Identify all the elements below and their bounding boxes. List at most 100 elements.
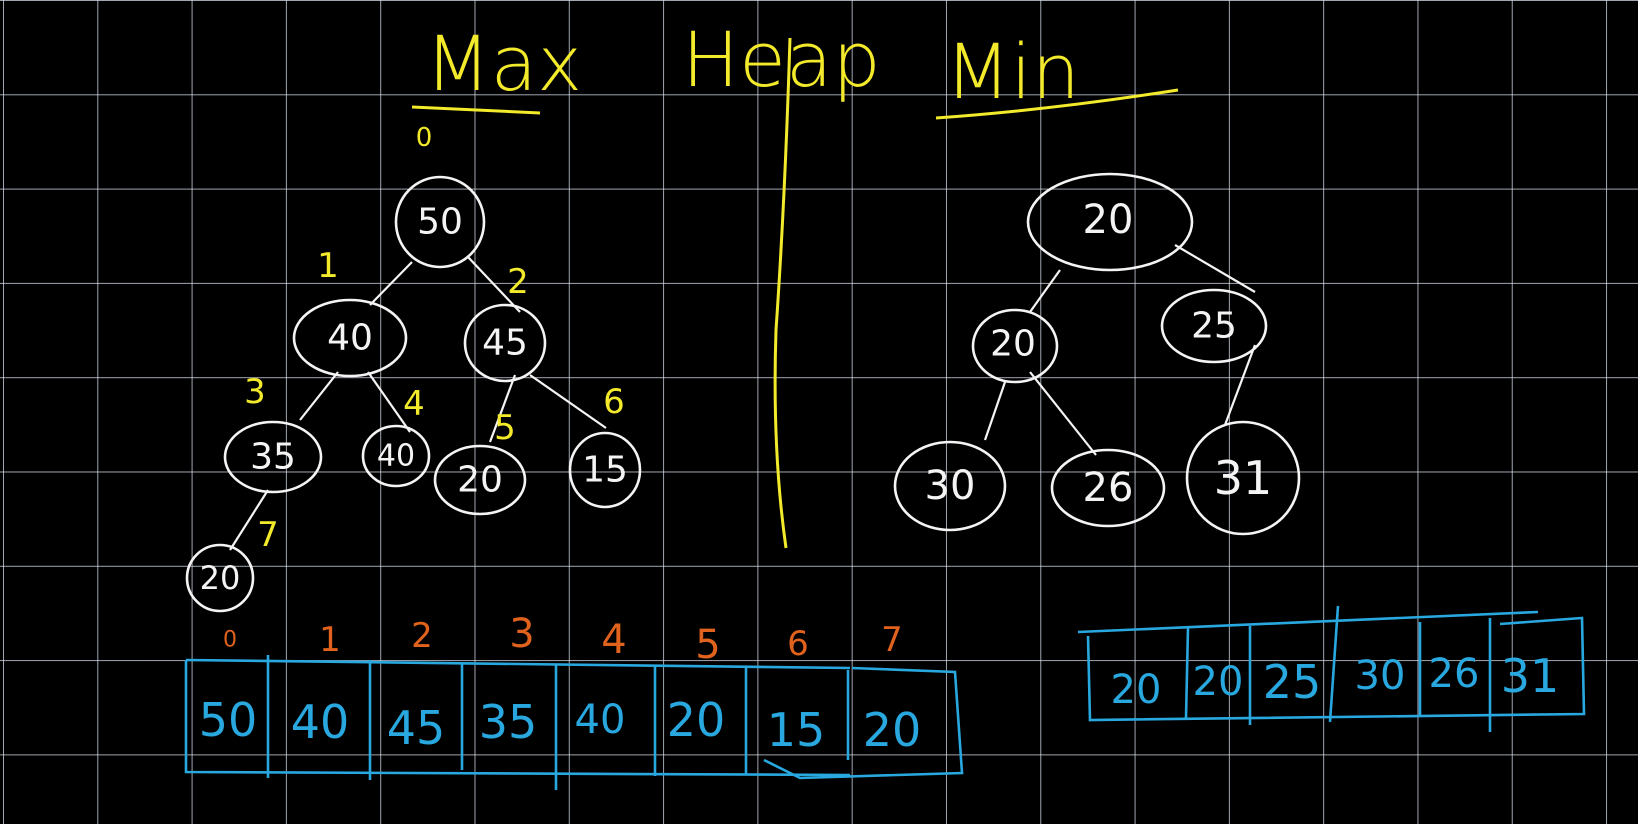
max-node-1-value: 40 — [327, 318, 373, 359]
max-node-3-circle — [223, 420, 323, 494]
title-max-underline — [411, 105, 541, 115]
min-array-divider-1 — [1184, 627, 1190, 719]
max-node-0-circle — [394, 175, 486, 269]
max-node-7-value: 20 — [200, 559, 241, 597]
min-array-top-edge — [1077, 610, 1539, 634]
max-array-value-7: 20 — [863, 703, 922, 757]
min-node-3: 30 — [893, 440, 1007, 532]
titles: Max Heap Min — [411, 15, 1179, 549]
min-edge-2-5 — [1223, 344, 1257, 426]
max-node-4-circle — [361, 424, 431, 488]
min-node-1-circle — [971, 308, 1059, 384]
min-array-value-1: 20 — [1193, 659, 1244, 705]
max-array-value-6: 15 — [767, 703, 826, 757]
max-node-7-circle — [185, 543, 255, 613]
min-array-value-3: 30 — [1355, 653, 1406, 699]
max-array-index-4: 4 — [601, 617, 626, 663]
min-heap-tree: 20 20 25 30 26 31 — [893, 172, 1301, 536]
title-max: Max — [425, 19, 582, 108]
max-edge-0-1 — [369, 261, 413, 306]
max-array-index-7: 7 — [881, 620, 903, 660]
max-edge-2-5 — [488, 374, 517, 443]
max-node-1-circle — [292, 298, 408, 378]
title-min-underline — [935, 88, 1179, 120]
min-node-2: 25 — [1160, 288, 1268, 364]
min-node-4-value: 26 — [1083, 465, 1134, 511]
min-edge-1-3 — [983, 381, 1007, 441]
max-edge-3-7 — [229, 489, 269, 551]
max-edge-2-6 — [529, 374, 607, 429]
max-node-0-index: 0 — [416, 123, 433, 153]
max-node-6-index: 6 — [603, 382, 625, 422]
max-edge-0-2 — [467, 256, 521, 313]
max-node-6: 15 — [568, 431, 642, 509]
max-node-4: 40 — [361, 424, 431, 488]
min-edge-1-4 — [1029, 371, 1097, 456]
max-array-value-5: 20 — [667, 693, 726, 747]
min-array-value-2: 25 — [1263, 655, 1322, 709]
min-node-2-value: 25 — [1191, 306, 1237, 347]
max-node-3-index: 3 — [244, 372, 266, 412]
max-array-left-bottom-edge — [184, 660, 851, 777]
max-array-index-3: 3 — [509, 611, 534, 657]
max-array-index-5: 5 — [695, 622, 720, 668]
max-node-2-index: 2 — [507, 262, 529, 302]
max-heap-array: 0 1 2 3 4 5 6 7 50 40 45 — [184, 611, 964, 790]
max-array-index-2: 2 — [411, 616, 433, 656]
min-node-0-value: 20 — [1083, 197, 1134, 243]
min-heap-array: 20 20 25 30 26 31 — [1077, 605, 1586, 732]
min-node-2-circle — [1160, 288, 1268, 364]
title-min: Min — [945, 27, 1080, 116]
max-node-5: 20 — [433, 444, 527, 516]
title-heap: Heap — [682, 15, 881, 104]
max-array-index-0: 0 — [223, 628, 237, 653]
max-node-7: 20 — [185, 543, 255, 613]
max-node-4-value: 40 — [377, 439, 415, 474]
max-array-value-1: 40 — [291, 695, 350, 749]
max-array-index-1: 1 — [319, 620, 341, 660]
max-array-value-0: 50 — [199, 693, 258, 747]
max-heap-tree: 50 0 40 1 45 2 35 3 — [185, 123, 642, 613]
max-array-top-edge — [185, 658, 851, 670]
min-node-0: 20 — [1026, 172, 1194, 272]
max-node-3: 35 — [223, 420, 323, 494]
min-node-3-circle — [893, 440, 1007, 532]
max-array-value-3: 35 — [479, 695, 538, 749]
min-array-value-0: 20 — [1111, 667, 1162, 713]
max-node-1: 40 — [292, 298, 408, 378]
max-array-index-6: 6 — [787, 624, 809, 664]
min-node-4-circle — [1050, 448, 1166, 528]
min-edge-0-1 — [1029, 269, 1061, 313]
max-node-7-index: 7 — [257, 515, 279, 555]
max-node-1-index: 1 — [317, 246, 339, 286]
max-node-4-index: 4 — [403, 384, 425, 424]
max-array-value-2: 45 — [387, 701, 446, 755]
min-node-5-value: 31 — [1214, 451, 1273, 505]
max-array-indices: 0 1 2 3 4 5 6 7 — [223, 611, 903, 668]
max-node-6-circle — [568, 431, 642, 509]
min-array-divider-3 — [1328, 605, 1340, 723]
max-node-2: 45 — [463, 303, 547, 383]
max-node-5-value: 20 — [457, 460, 503, 501]
min-array-value-5: 31 — [1501, 649, 1560, 703]
min-node-4: 26 — [1050, 448, 1166, 528]
min-node-5: 31 — [1185, 420, 1301, 536]
max-node-0: 50 — [394, 175, 486, 269]
min-node-1: 20 — [971, 308, 1059, 384]
min-node-1-value: 20 — [990, 324, 1036, 365]
max-edge-1-4 — [367, 371, 411, 433]
max-node-6-value: 15 — [582, 450, 628, 491]
max-array-value-4: 40 — [575, 697, 626, 743]
max-node-5-index: 5 — [494, 408, 516, 448]
max-node-2-value: 45 — [482, 323, 528, 364]
max-node-5-circle — [433, 444, 527, 516]
min-node-5-circle — [1185, 420, 1301, 536]
min-node-3-value: 30 — [925, 463, 976, 509]
max-node-2-circle — [463, 303, 547, 383]
divider-line — [773, 37, 792, 549]
min-edge-0-2 — [1174, 244, 1256, 293]
max-node-0-value: 50 — [417, 202, 463, 243]
max-array-extension — [763, 666, 964, 780]
